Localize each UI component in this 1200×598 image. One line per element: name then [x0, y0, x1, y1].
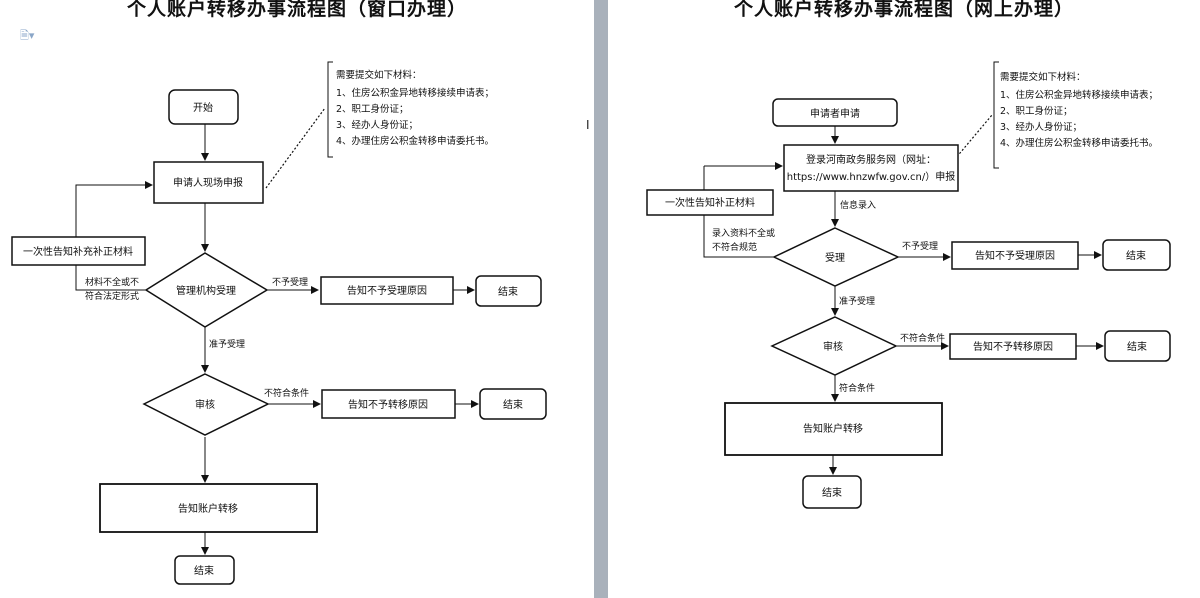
note-item-2: 2、职工身份证；	[336, 103, 409, 115]
transfer-label: 告知账户转移	[178, 502, 238, 515]
end-node-1: 结束	[475, 275, 542, 307]
left-title: 个人账户转移办事流程图（窗口办理）	[126, 0, 467, 20]
online-supplement-label: 一次性告知补正材料	[665, 196, 755, 209]
online-end-label-2: 结束	[1127, 340, 1147, 353]
start-node: 开始	[168, 89, 239, 125]
online-note-item-3: 3、经办人身份证；	[1000, 121, 1082, 133]
text-cursor-icon: I	[586, 118, 590, 132]
document-icon[interactable]: 🗎▾	[20, 29, 35, 42]
note-item-1: 1、住房公积金异地转移接续申请表；	[336, 87, 494, 99]
online-transfer-node: 告知账户转移	[724, 402, 943, 456]
page-divider	[594, 0, 608, 598]
online-reject-accept-label: 告知不予受理原因	[975, 249, 1055, 262]
online-start-label: 申请者申请	[810, 107, 860, 120]
incomplete-label-line2: 符合法定形式	[85, 290, 139, 302]
supplement-label: 一次性告知补充补正材料	[23, 245, 133, 258]
entry-label: 信息录入	[840, 199, 876, 211]
online-supplement-node: 一次性告知补正材料	[646, 189, 774, 216]
review-decision: 审核	[142, 373, 270, 436]
accept-label: 管理机构受理	[176, 284, 236, 297]
end-label-3: 结束	[194, 564, 214, 577]
login-node: 登录河南政务服务网（网址： https://www.hnzwfw.gov.cn/…	[783, 144, 959, 192]
online-materials-note: 需要提交如下材料： 1、住房公积金异地转移接续申请表； 2、职工身份证； 3、经…	[993, 61, 1158, 169]
online-incomplete-label-line1: 录入资料不全或	[712, 227, 775, 239]
online-note-item-4: 4、办理住房公积金转移申请委托书。	[1000, 137, 1158, 149]
page-left: 个人账户转移办事流程图（窗口办理） 🗎▾ 开始	[0, 0, 594, 598]
not-qualified-label: 不符合条件	[264, 387, 309, 399]
note-item-4: 4、办理住房公积金转移申请委托书。	[336, 135, 494, 147]
transfer-node: 告知账户转移	[99, 483, 318, 533]
login-label-line1: 登录河南政务服务网（网址：	[806, 153, 936, 166]
online-note-heading: 需要提交如下材料：	[1000, 71, 1086, 83]
materials-note: 需要提交如下材料： 1、住房公积金异地转移接续申请表； 2、职工身份证； 3、经…	[327, 61, 494, 158]
end-node-2: 结束	[479, 388, 547, 420]
online-incomplete-label-line2: 不符合规范	[712, 241, 757, 253]
right-flowchart: 申请者申请 登录河南政务服务网（网址： https://www.hnzwfw.g…	[646, 61, 1171, 509]
online-note-item-1: 1、住房公积金异地转移接续申请表；	[1000, 89, 1158, 101]
online-not-qualified-label: 不符合条件	[900, 332, 945, 344]
online-review-label: 审核	[823, 340, 843, 353]
online-end-node-1: 结束	[1102, 239, 1171, 271]
accepted-label: 准予受理	[209, 338, 245, 350]
note-item-3: 3、经办人身份证；	[336, 119, 418, 131]
login-label-line2[interactable]: https://www.hnzwfw.gov.cn/）申报	[787, 170, 956, 183]
apply-node: 申请人现场申报	[153, 161, 264, 204]
end-label-2: 结束	[503, 398, 523, 411]
online-accept-decision: 受理	[772, 227, 900, 287]
note-heading: 需要提交如下材料：	[336, 69, 422, 81]
online-reject-transfer-node: 告知不予转移原因	[949, 333, 1077, 360]
not-accepted-label: 不予受理	[272, 276, 308, 288]
online-qualified-label: 符合条件	[839, 382, 875, 394]
online-start-node: 申请者申请	[772, 98, 898, 127]
online-end-label-3: 结束	[822, 486, 842, 499]
online-note-item-2: 2、职工身份证；	[1000, 105, 1073, 117]
online-reject-transfer-label: 告知不予转移原因	[973, 340, 1053, 353]
right-title: 个人账户转移办事流程图（网上办理）	[733, 0, 1074, 20]
online-review-decision: 审核	[770, 316, 898, 376]
online-transfer-label: 告知账户转移	[803, 422, 863, 435]
reject-accept-node: 告知不予受理原因	[320, 276, 454, 305]
supplement-node: 一次性告知补充补正材料	[11, 236, 146, 266]
online-accepted-label: 准予受理	[839, 295, 875, 307]
left-flowchart: 开始 申请人现场申报 一次性告知补充补正材料 管理机构受理 告知不予受理原因 结…	[11, 61, 547, 585]
reject-accept-label: 告知不予受理原因	[347, 284, 427, 297]
online-end-node-2: 结束	[1104, 330, 1171, 362]
incomplete-label-line1: 材料不全或不	[85, 276, 139, 288]
end-label-1: 结束	[498, 285, 518, 298]
reject-transfer-node: 告知不予转移原因	[321, 389, 456, 419]
online-end-label-1: 结束	[1126, 249, 1146, 262]
review-label: 审核	[195, 398, 215, 411]
start-label: 开始	[193, 101, 213, 114]
page-right: 个人账户转移办事流程图（网上办理） 申请者申请	[608, 0, 1200, 598]
online-accept-label: 受理	[825, 252, 845, 264]
online-end-node-3: 结束	[802, 475, 862, 509]
apply-label: 申请人现场申报	[173, 176, 243, 189]
end-node-3: 结束	[174, 555, 235, 585]
online-not-accepted-label: 不予受理	[902, 240, 938, 252]
accept-decision: 管理机构受理	[144, 252, 269, 328]
online-reject-accept-node: 告知不予受理原因	[951, 241, 1079, 270]
reject-transfer-label: 告知不予转移原因	[348, 398, 428, 411]
